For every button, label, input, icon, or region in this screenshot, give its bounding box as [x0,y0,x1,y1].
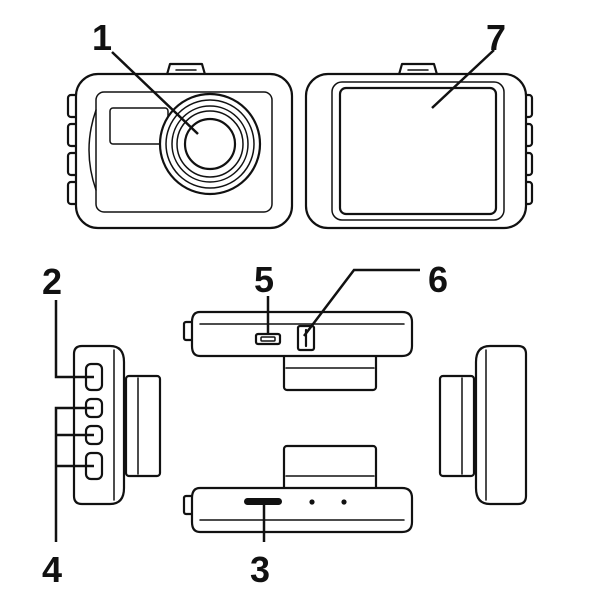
camera-right-side-view [438,344,528,506]
front-face-panel [95,91,273,213]
lens-glass [183,117,237,171]
hole-2 [341,499,347,505]
callout-2: 2 [42,261,62,302]
sd-card-slot [296,324,316,352]
camera-back-view [304,62,534,230]
back-body [304,72,528,230]
callout-1: 1 [92,17,112,58]
camera-front-view [66,62,294,230]
side-body-right [474,344,528,506]
lcd-screen [338,86,498,216]
camera-bottom-view [182,444,414,534]
callout-7: 7 [486,17,506,58]
callout-3: 3 [250,549,270,590]
callout-6: 6 [428,259,448,300]
camera-top-view [182,310,414,392]
callout-4: 4 [42,549,62,590]
leader-lines [54,49,495,542]
lens-outer-ring [158,92,262,196]
hole-1 [309,499,315,505]
camera-left-side-view [72,344,162,506]
lens-bump-top-view [282,352,378,392]
leader-6 [303,268,420,337]
lens-bump-bottom-view [282,444,378,492]
lens-barrel-right [438,374,476,478]
callout-numbers: 1 7 2 5 6 3 4 [42,17,506,590]
leader-7 [431,49,495,109]
microphone-slot [244,498,282,505]
lens-barrel-left [124,374,162,478]
leader-2 [54,300,94,379]
callout-5: 5 [254,259,274,300]
body-bottom-view [190,486,414,534]
leader-4 [54,406,94,542]
screen-bezel [331,81,505,221]
leader-1 [111,51,199,135]
body-top-view [190,310,414,358]
